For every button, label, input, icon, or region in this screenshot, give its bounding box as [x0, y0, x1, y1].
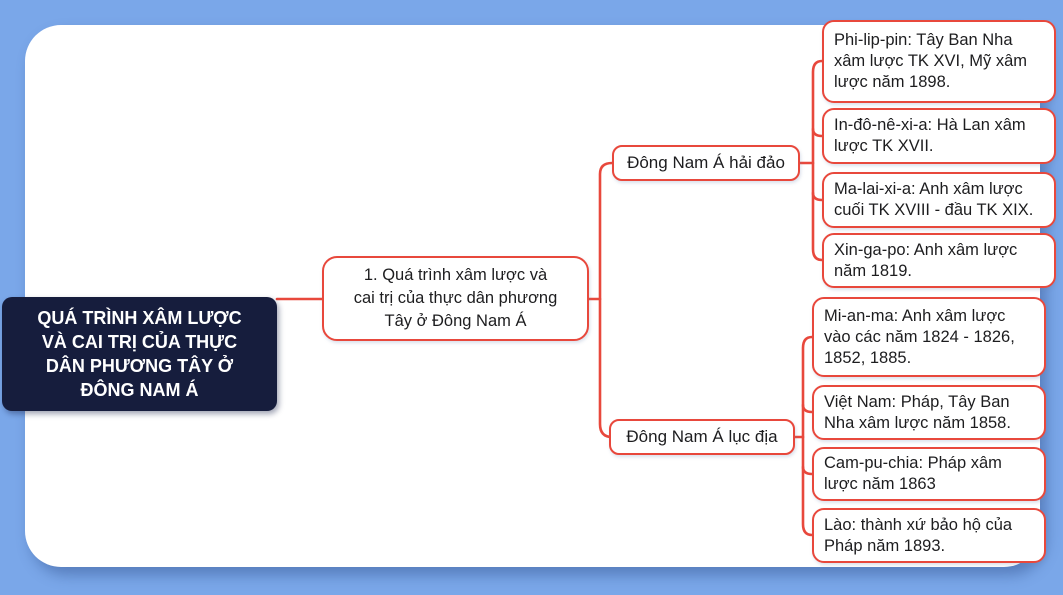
leaf-node-singapore: Xin-ga-po: Anh xâm lược năm 1819.	[822, 233, 1056, 288]
leaf-singapore-label: Xin-ga-po: Anh xâm lược năm 1819.	[834, 240, 1018, 280]
leaf-malaysia-label: Ma-lai-xi-a: Anh xâm lược cuối TK XVIII …	[834, 180, 1034, 219]
leaf-node-laos: Lào: thành xứ bảo hộ của Pháp năm 1893.	[812, 508, 1046, 563]
branch-node-island: Đông Nam Á hải đảo	[612, 145, 800, 181]
leaf-cambodia-label: Cam-pu-chia: Pháp xâm lược năm 1863	[824, 454, 1002, 493]
leaf-node-indonesia: In-đô-nê-xi-a: Hà Lan xâm lược TK XVII.	[822, 108, 1056, 164]
leaf-node-vietnam: Việt Nam: Pháp, Tây Ban Nha xâm lược năm…	[812, 385, 1046, 440]
branch-node-mainland: Đông Nam Á lục địa	[609, 419, 795, 455]
main-topic-label: 1. Quá trình xâm lược và cai trị của thự…	[353, 266, 558, 330]
root-node-label: QUÁ TRÌNH XÂM LƯỢC VÀ CAI TRỊ CỦA THỰC D…	[37, 308, 242, 400]
leaf-myanmar-label: Mi-an-ma: Anh xâm lược vào các năm 1824 …	[824, 306, 1015, 367]
leaf-indonesia-label: In-đô-nê-xi-a: Hà Lan xâm lược TK XVII.	[834, 116, 1026, 155]
leaf-node-malaysia: Ma-lai-xi-a: Anh xâm lược cuối TK XVIII …	[822, 172, 1056, 228]
root-node: QUÁ TRÌNH XÂM LƯỢC VÀ CAI TRỊ CỦA THỰC D…	[2, 297, 277, 411]
leaf-vietnam-label: Việt Nam: Pháp, Tây Ban Nha xâm lược năm…	[824, 392, 1011, 432]
leaf-laos-label: Lào: thành xứ bảo hộ của Pháp năm 1893.	[824, 515, 1013, 555]
branch-island-label: Đông Nam Á hải đảo	[627, 153, 785, 172]
leaf-node-cambodia: Cam-pu-chia: Pháp xâm lược năm 1863	[812, 447, 1046, 501]
leaf-philippines-label: Phi-lip-pin: Tây Ban Nha xâm lược TK XVI…	[834, 31, 1028, 91]
branch-mainland-label: Đông Nam Á lục địa	[626, 427, 778, 446]
leaf-node-philippines: Phi-lip-pin: Tây Ban Nha xâm lược TK XVI…	[822, 20, 1056, 103]
main-topic-node: 1. Quá trình xâm lược và cai trị của thự…	[322, 256, 589, 341]
leaf-node-myanmar: Mi-an-ma: Anh xâm lược vào các năm 1824 …	[812, 297, 1046, 377]
